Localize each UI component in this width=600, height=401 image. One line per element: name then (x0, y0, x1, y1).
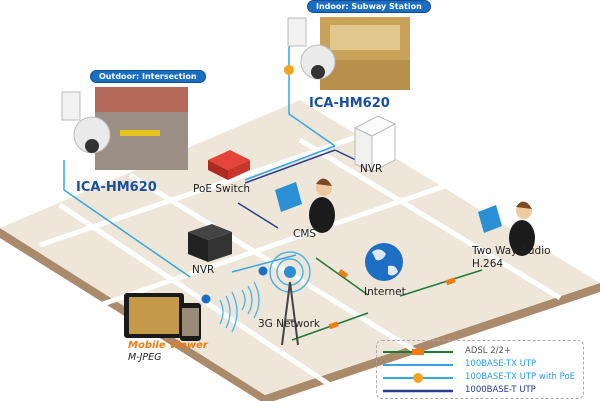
nvr-box-icon (188, 224, 232, 262)
two-way-audio-operator-icon (478, 201, 535, 256)
camera-location-badge: Indoor: Subway Station (307, 0, 431, 13)
legend-item-100base-tx-poe: 100BASE-TX UTP with PoE (465, 372, 576, 382)
nvr-bottom-label: NVR (192, 264, 215, 276)
internet-globe-icon (365, 243, 403, 281)
intersection-image-buildings (95, 87, 188, 112)
camera-model-label: ICA-HM620 (309, 96, 390, 111)
ptz-camera-icon (61, 91, 111, 154)
poe-marker-icon (284, 65, 294, 75)
ptz-camera-icon (287, 17, 336, 80)
two-way-audio-codec: H.264 (472, 258, 504, 270)
subway-station-image-detail (330, 25, 400, 50)
legend-item-1000base-t: 1000BASE-T UTP (465, 385, 536, 395)
two-way-audio-label: Two Way Audio (472, 245, 551, 257)
nvr-tower-icon (353, 115, 397, 173)
legend: ADSL 2/2+ 100BASE-TX UTP 100BASE-TX UTP … (376, 340, 584, 399)
camera-model-label: ICA-HM620 (76, 180, 157, 195)
tablet-phone-icon (124, 293, 201, 341)
cms-label: CMS (293, 228, 317, 240)
legend-item-adsl: ADSL 2/2+ (465, 346, 511, 356)
nvr-top-label: NVR (360, 163, 383, 175)
3g-network-label: 3G Network (258, 318, 320, 330)
camera-location-badge: Outdoor: Intersection (90, 70, 206, 83)
3g-marker-icon (258, 266, 268, 276)
mobile-viewer-label: Mobile Viewer (128, 340, 208, 351)
cell-tower-icon (269, 251, 311, 346)
poe-switch-icon (208, 150, 250, 180)
3g-marker-icon (201, 294, 211, 304)
mobile-codec-label: M-JPEG (128, 352, 162, 363)
intersection-image-taxis (120, 130, 160, 136)
wireless-signal-icon (219, 281, 260, 333)
legend-item-100base-tx: 100BASE-TX UTP (465, 359, 537, 369)
poe-switch-label: PoE Switch (193, 183, 251, 195)
cms-operator-icon (275, 178, 335, 233)
legend-swatches (383, 349, 453, 393)
adsl-tags (328, 269, 456, 330)
internet-label: Internet (364, 286, 406, 298)
